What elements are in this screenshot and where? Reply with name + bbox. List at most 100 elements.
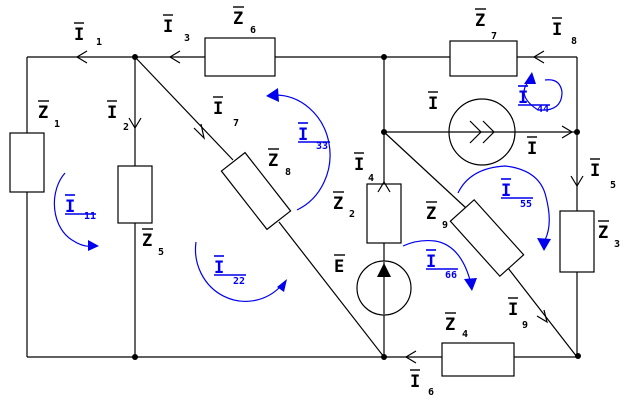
svg-text:Z: Z (426, 204, 436, 224)
arrow-i7-icon (193, 123, 206, 140)
svg-text:9: 9 (522, 320, 528, 331)
svg-text:55: 55 (520, 199, 532, 210)
svg-text:I: I (527, 139, 537, 159)
label-i-eq: I (527, 136, 537, 159)
wire-z8-bottom (278, 221, 385, 358)
impedances (9, 37, 595, 377)
svg-text:1: 1 (54, 119, 60, 130)
loop-arrow-i22-icon (277, 279, 287, 292)
component-labels: I 1 I 3 Z 6 Z 7 I 8 Z (38, 6, 620, 398)
svg-text:33: 33 (316, 141, 328, 152)
label-i44: I 44 (518, 85, 550, 115)
svg-text:5: 5 (158, 247, 164, 258)
svg-text:Z: Z (475, 11, 485, 31)
svg-text:2: 2 (349, 209, 355, 220)
impedance-z2 (366, 183, 402, 244)
label-i1: I 1 (74, 22, 102, 48)
current-source (448, 98, 516, 166)
label-z1: Z 1 (38, 100, 60, 130)
node (575, 353, 581, 359)
svg-text:Z: Z (38, 103, 48, 123)
node (574, 129, 580, 135)
node (381, 129, 387, 135)
svg-text:I: I (354, 155, 364, 175)
svg-text:I: I (552, 20, 562, 40)
voltage-source-arrow-icon (377, 263, 391, 277)
svg-text:Z: Z (233, 9, 243, 29)
svg-text:7: 7 (491, 31, 497, 42)
label-z6: Z 6 (233, 6, 256, 36)
svg-text:66: 66 (445, 270, 457, 281)
label-z4: Z 4 (445, 312, 468, 340)
svg-text:I: I (501, 181, 511, 201)
impedance-z5 (117, 165, 153, 224)
arrow-i1-icon (75, 50, 88, 64)
label-z5: Z 5 (142, 228, 164, 258)
impedance-z3 (559, 210, 595, 273)
loop-arc-i11 (53, 172, 95, 247)
arrow-i8-icon (532, 50, 545, 64)
impedance-z1 (9, 132, 45, 193)
label-i-source: I (428, 91, 438, 114)
nodes (132, 54, 581, 360)
loop-arc-i66 (402, 239, 471, 281)
loop-arc-i44 (523, 79, 563, 111)
svg-text:I: I (213, 99, 223, 119)
current-source-chevron-icon (469, 120, 482, 144)
arrow-i3-icon (168, 50, 181, 64)
label-z7: Z 7 (475, 8, 497, 42)
current-arrows (75, 50, 584, 364)
svg-text:I: I (214, 258, 224, 278)
svg-text:I: I (107, 103, 117, 123)
svg-text:I: I (163, 17, 173, 37)
label-i3: I 3 (163, 14, 190, 44)
svg-text:I: I (65, 197, 75, 217)
arrow-ieq-icon (561, 125, 574, 139)
impedance-z6 (204, 37, 276, 77)
svg-text:I: I (590, 161, 600, 181)
svg-text:I: I (298, 125, 308, 145)
impedance-z7 (449, 40, 518, 77)
label-z8: Z 8 (268, 148, 291, 178)
arrow-i6-icon (404, 350, 417, 364)
svg-text:3: 3 (614, 239, 620, 250)
current-source-chevron-icon (482, 120, 495, 144)
svg-text:8: 8 (285, 167, 291, 178)
label-i33: I 33 (298, 122, 330, 152)
node (381, 54, 387, 60)
loop-labels: I 11 I 22 I 33 I 44 I 55 (65, 85, 550, 287)
label-z9: Z 9 (426, 201, 448, 231)
label-i22: I 22 (214, 255, 246, 287)
label-i55: I 55 (501, 178, 533, 210)
label-i4: I 4 (354, 152, 374, 184)
svg-text:I: I (74, 25, 84, 45)
arrow-i9-icon (536, 309, 548, 324)
label-z3: Z 3 (598, 220, 620, 250)
label-i5: I 5 (590, 158, 616, 191)
label-i8: I 8 (552, 17, 577, 47)
loop-arc-i55 (457, 165, 550, 241)
svg-text:Z: Z (445, 315, 455, 335)
svg-text:I: I (428, 94, 438, 114)
label-e: E (334, 254, 345, 277)
svg-text:I: I (426, 252, 436, 272)
svg-text:22: 22 (233, 276, 245, 287)
svg-text:5: 5 (610, 180, 616, 191)
svg-text:4: 4 (368, 173, 374, 184)
svg-text:Z: Z (142, 231, 152, 251)
svg-text:44: 44 (537, 104, 549, 115)
loop-arrow-i11-icon (88, 240, 99, 251)
label-i11: I 11 (65, 194, 96, 222)
wire-z8-top (134, 56, 234, 161)
svg-text:1: 1 (96, 37, 102, 48)
label-i6: I 6 (410, 369, 434, 398)
voltage-source-e (356, 260, 412, 316)
svg-text:3: 3 (184, 33, 190, 44)
svg-text:I: I (410, 372, 420, 392)
svg-text:Z: Z (268, 151, 278, 171)
node (381, 354, 387, 360)
svg-text:7: 7 (233, 118, 239, 129)
loop-arrow-i55-icon (537, 238, 551, 251)
impedance-z9 (449, 198, 525, 278)
impedance-z8 (220, 151, 292, 231)
